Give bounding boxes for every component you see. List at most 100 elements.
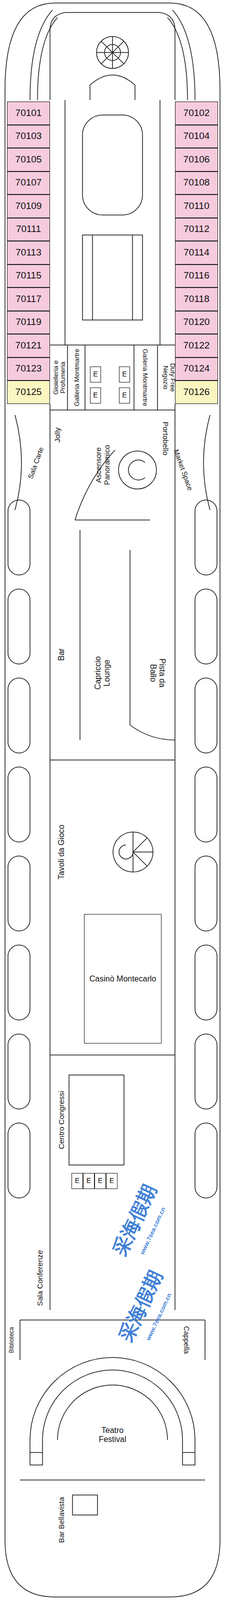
hull-outline xyxy=(5,3,220,1597)
elevator-box: E xyxy=(90,366,101,383)
node-text: 70102 xyxy=(183,108,210,119)
node-text: E xyxy=(98,1177,103,1185)
watermark: 采海假期 xyxy=(115,1267,167,1345)
node-text: 70101 xyxy=(15,108,42,119)
theatre-stairs xyxy=(30,1440,195,1465)
elevator-box: E xyxy=(71,1173,83,1189)
node-text: 70111 xyxy=(16,224,41,235)
room-name: Capriccio Lounge xyxy=(93,648,111,698)
node-text: 70122 xyxy=(183,340,210,351)
cabin-box: 70102 xyxy=(175,101,218,125)
panoramic-lift-car xyxy=(128,460,145,480)
bow-band xyxy=(30,10,195,100)
lift-hall xyxy=(75,450,150,520)
lifeboat xyxy=(8,1034,30,1109)
node-text: 70109 xyxy=(15,201,42,212)
room-name: Bar xyxy=(57,648,66,661)
lifeboat xyxy=(8,1123,30,1198)
lifeboat xyxy=(195,589,217,664)
shop-walls xyxy=(50,345,175,410)
panoramic-lift xyxy=(118,451,157,489)
node-text: E xyxy=(75,1177,80,1185)
cabin-box: 70120 xyxy=(175,311,218,335)
node-text: 70125 xyxy=(15,387,42,398)
casino-hall xyxy=(50,1054,175,1056)
cabin-box: 70104 xyxy=(175,125,218,149)
shop-name: Galleria Montmartre xyxy=(73,349,81,407)
node-text: 70108 xyxy=(183,177,210,188)
room-name: Portobello xyxy=(161,421,170,456)
lifeboat xyxy=(195,1034,217,1109)
node-text: 70116 xyxy=(183,270,209,281)
cabin-box: 70105 xyxy=(7,148,50,172)
bow-dome xyxy=(90,75,135,100)
casino-room: Casinò Montecarlo xyxy=(84,914,162,1044)
cabin-box: 70124 xyxy=(175,357,218,381)
lifeboat xyxy=(195,1123,217,1198)
node-text: 70104 xyxy=(183,131,210,142)
cabin-box: 70107 xyxy=(7,171,50,195)
lifeboat xyxy=(195,856,217,931)
room-name: Pista da Ballo xyxy=(148,650,166,696)
elevator-box: E xyxy=(119,366,130,383)
node-text: 70118 xyxy=(183,294,209,305)
lifeboat xyxy=(8,500,30,575)
node-text: 70119 xyxy=(15,317,41,328)
node-text: 70107 xyxy=(15,177,42,188)
node-text: 70121 xyxy=(15,340,42,351)
cabin-box: 70125 xyxy=(7,380,50,404)
node-text: 70114 xyxy=(183,247,209,258)
atrium-core xyxy=(82,115,143,215)
cabin-box: 70108 xyxy=(175,171,218,195)
elevator-box: E xyxy=(90,387,101,404)
lounge-walls xyxy=(50,530,175,760)
room-name: Bar Bellavista xyxy=(57,1497,66,1543)
room-name: Centro Congressi xyxy=(57,1091,66,1150)
theatre-wall xyxy=(20,1320,205,1360)
node-text: E xyxy=(122,391,127,399)
cabin-box: 70113 xyxy=(7,241,50,265)
cabin-box: 70106 xyxy=(175,148,218,172)
lifeboat xyxy=(8,678,30,753)
atrium-steps xyxy=(82,235,143,320)
lifeboat xyxy=(195,678,217,753)
lifeboat xyxy=(8,856,30,931)
cabin-box: 70126 xyxy=(175,380,218,404)
room-name: Sala Conferenze xyxy=(36,1250,45,1306)
node-text: 70110 xyxy=(183,201,209,212)
lifeboat xyxy=(8,767,30,842)
cabin-box: 70117 xyxy=(7,287,50,311)
cabin-box: 70101 xyxy=(7,101,50,125)
cabin-box: 70109 xyxy=(7,194,50,218)
shop-name: Duty Free Negozio xyxy=(162,352,177,403)
bow-wheel-spokes xyxy=(96,36,129,69)
cabin-box: 70115 xyxy=(7,264,50,288)
node-text: 70123 xyxy=(15,363,42,374)
node-text: E xyxy=(86,1177,91,1185)
bow-wheel xyxy=(96,36,129,69)
shop-name: Gioielleria e Profumeria xyxy=(52,352,67,403)
bulge-walls xyxy=(15,415,210,510)
cabin-box: 70114 xyxy=(175,241,218,265)
elevator-box: E xyxy=(83,1173,95,1189)
cabin-box: 70111 xyxy=(7,218,50,242)
spiral-steps xyxy=(119,832,153,872)
lifeboat xyxy=(195,500,217,575)
room-name: Teatro Festival xyxy=(92,1426,133,1444)
bow-structure xyxy=(50,12,175,100)
room-name: Jolly xyxy=(53,427,62,443)
elevator-box: E xyxy=(94,1173,106,1189)
watermark: 采海假期 xyxy=(109,1181,161,1259)
node-text: 70124 xyxy=(183,363,210,374)
node-text: 70126 xyxy=(183,387,210,398)
room-name: Sala Carte xyxy=(26,446,45,480)
cabin-box: 70121 xyxy=(7,334,50,358)
room-name: Tavoli da Gioco xyxy=(57,824,66,879)
cabin-box: 70116 xyxy=(175,264,218,288)
lifeboat xyxy=(195,945,217,1020)
node-text: 70115 xyxy=(15,270,41,281)
cabin-box: 70119 xyxy=(7,311,50,335)
room-name: Cappella xyxy=(182,1326,190,1354)
side-walls xyxy=(50,404,175,1310)
cabin-box: 70123 xyxy=(7,357,50,381)
